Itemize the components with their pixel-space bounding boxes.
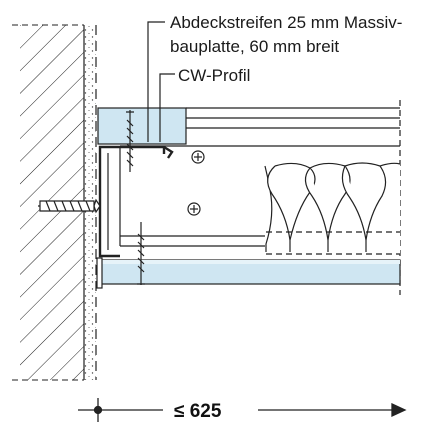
cw-profile <box>98 145 174 258</box>
label-cw-profile: CW-Profil <box>178 66 250 85</box>
label-cover-strip-line1: Abdeckstreifen 25 mm Massiv- <box>170 13 402 32</box>
dimension-label: ≤ 625 <box>174 401 222 422</box>
ceiling-board <box>97 259 401 285</box>
leader-lines <box>147 21 175 142</box>
arrow-right-icon <box>391 402 407 418</box>
cover-strip-board <box>97 107 187 145</box>
edge-strip <box>96 257 103 289</box>
screw-icon <box>126 110 145 285</box>
dimension-line <box>78 398 407 422</box>
insulation <box>264 162 401 255</box>
label-cover-strip-line2: bauplatte, 60 mm breit <box>170 37 339 56</box>
anchor-dowel-icon <box>38 198 101 214</box>
screw-head-icon <box>187 150 205 216</box>
